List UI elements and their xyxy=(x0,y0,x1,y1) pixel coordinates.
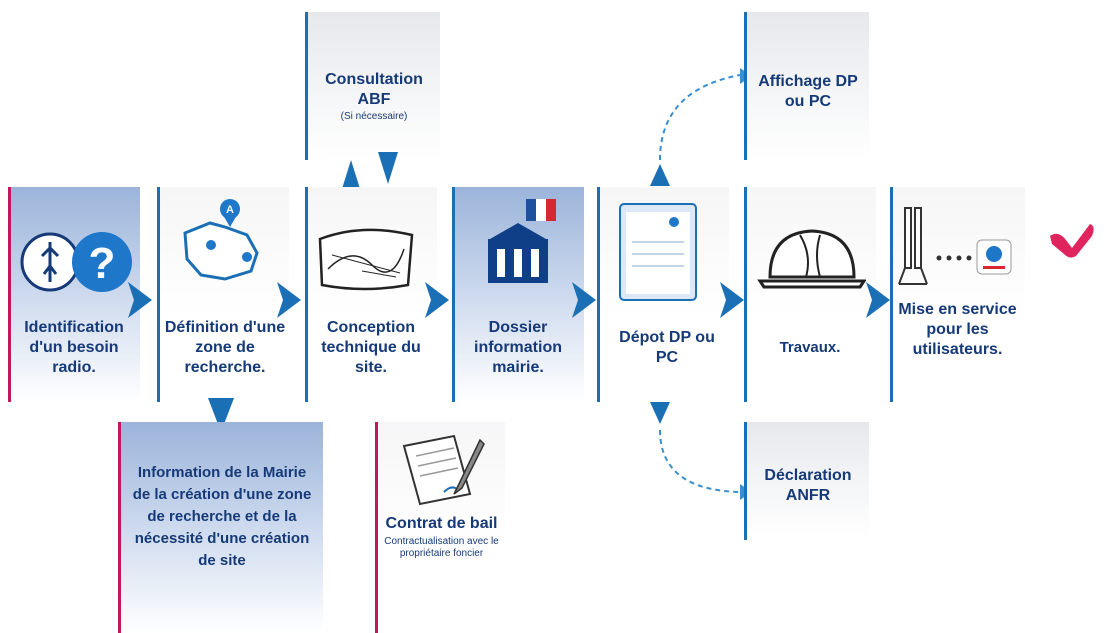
conception-label: Conception technique du site. xyxy=(321,319,421,376)
affichage-box: Affichage DP ou PC xyxy=(744,12,869,160)
step-travaux xyxy=(744,187,876,402)
svg-text:?: ? xyxy=(89,239,116,288)
mise-label: Mise en service pour les utilisateurs. xyxy=(898,301,1017,358)
contrat-title: Contrat de bail xyxy=(385,515,498,532)
brand-logo-icon xyxy=(1050,224,1094,258)
down-arrow-icon xyxy=(650,402,670,424)
information-mairie-box: Information de la Mairie de la création … xyxy=(118,422,323,633)
depot-label: Dépot DP ou PC xyxy=(619,329,715,366)
up-arrow-icon xyxy=(650,164,670,186)
chevron-right-icon xyxy=(425,282,449,318)
step-mise xyxy=(890,187,1025,402)
town-hall-icon xyxy=(488,199,556,283)
document-icon xyxy=(619,203,697,301)
chevron-right-icon xyxy=(277,282,301,318)
consultation-note: (Si nécessaire) xyxy=(340,111,408,122)
consultation-title: Consultation ABF xyxy=(325,71,423,108)
declaration-label: Déclaration ANFR xyxy=(764,467,852,504)
chevron-right-icon xyxy=(720,282,744,318)
abf-arrows-icon xyxy=(341,152,398,192)
definition-label: Définition d'une zone de recherche. xyxy=(164,319,286,376)
step-dossier xyxy=(452,187,584,402)
down-arrow-icon xyxy=(208,398,234,432)
chevron-right-icon xyxy=(572,282,596,318)
consultation-abf-box: Consultation ABF (Si nécessaire) xyxy=(305,12,440,160)
dossier-label: Dossier information mairie. xyxy=(474,319,562,376)
contrat-body: Contractualisation avec le propriétaire … xyxy=(384,536,499,559)
map-pin-icon: A xyxy=(183,199,259,281)
step-conception xyxy=(305,187,437,402)
question-icon: ? xyxy=(20,232,132,292)
blueprint-icon xyxy=(318,228,414,291)
step-identification xyxy=(8,187,140,402)
chevron-right-icon xyxy=(866,282,890,318)
contract-icon xyxy=(402,434,485,506)
antenna-icon xyxy=(898,207,1012,285)
information-mairie-label: Information de la Mairie de la création … xyxy=(132,464,312,569)
step-definition xyxy=(157,187,289,402)
svg-text:A: A xyxy=(226,204,234,216)
affichage-label: Affichage DP ou PC xyxy=(758,73,858,110)
declaration-anfr-box: Déclaration ANFR xyxy=(744,422,869,540)
chevron-right-icon xyxy=(128,282,152,318)
identification-label: Identification d'un besoin radio. xyxy=(24,319,124,376)
contrat-box: Contrat de bail Contractualisation avec … xyxy=(375,422,505,633)
helmet-icon xyxy=(757,229,866,289)
travaux-label: Travaux. xyxy=(779,339,841,356)
